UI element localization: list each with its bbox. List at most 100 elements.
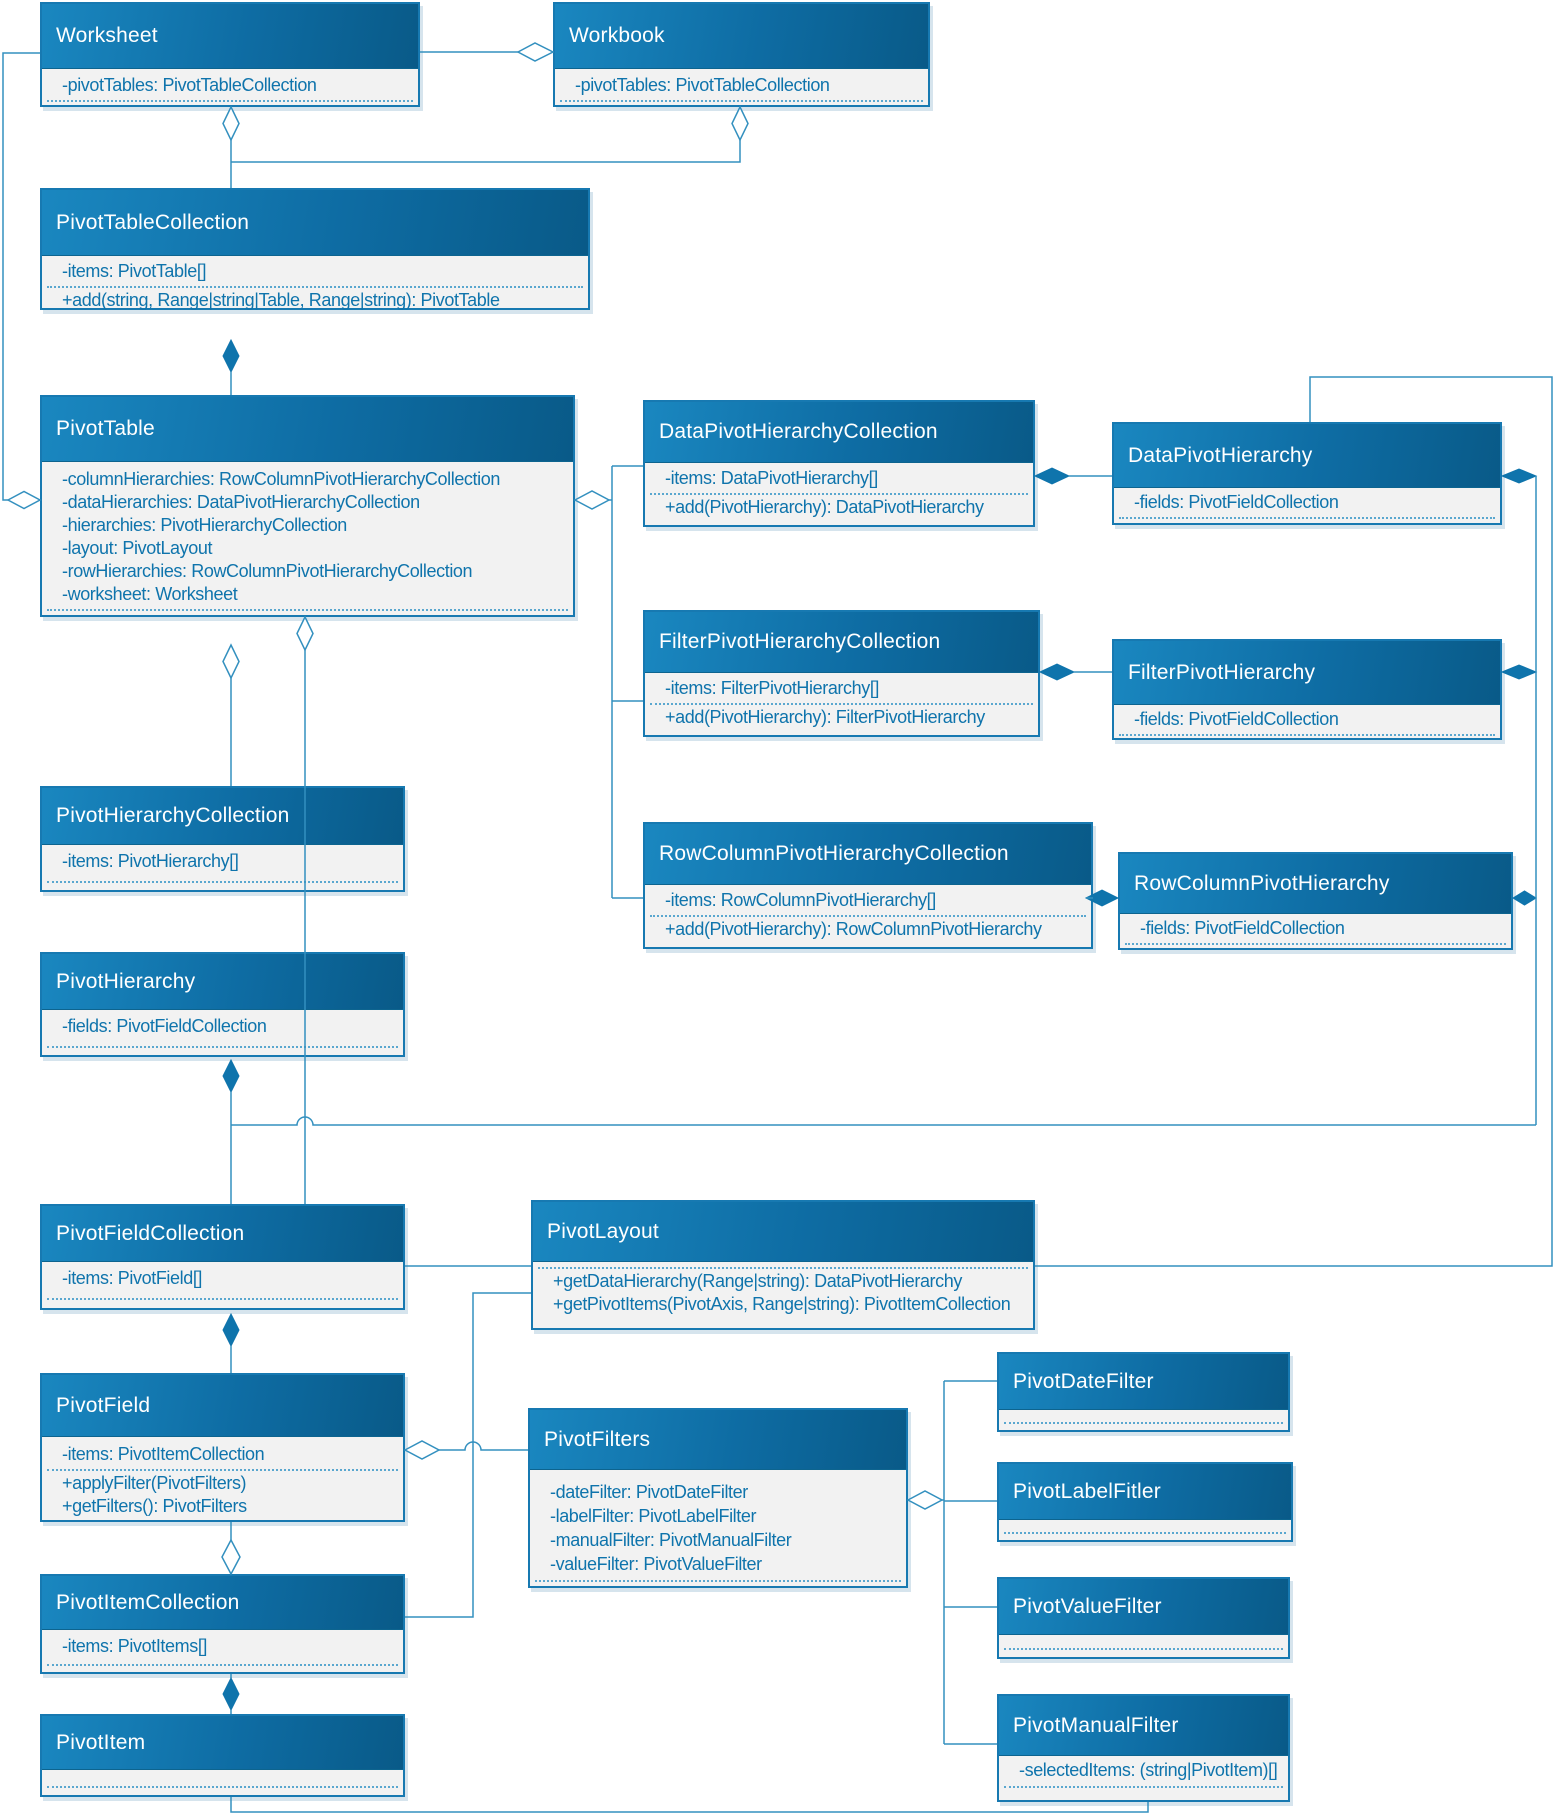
class-attribute: -selectedItems: (string|PivotItem)[] bbox=[1019, 1760, 1278, 1780]
separator bbox=[1004, 1532, 1286, 1534]
class-pivotfieldcollection: PivotFieldCollection -items: PivotField[… bbox=[40, 1204, 405, 1310]
class-filterpivothierarchycollection: FilterPivotHierarchyCollection -items: F… bbox=[643, 610, 1040, 737]
class-body: -fields: PivotFieldCollection bbox=[1120, 914, 1511, 945]
class-attribute: -items: PivotField[] bbox=[62, 1268, 203, 1288]
class-attribute: -dateFilter: PivotDateFilter bbox=[550, 1482, 748, 1502]
class-title: PivotItem bbox=[42, 1716, 403, 1770]
class-pivotitem: PivotItem bbox=[40, 1714, 405, 1797]
class-method: +getPivotItems(PivotAxis, Range|string):… bbox=[553, 1294, 1011, 1314]
class-attribute: -valueFilter: PivotValueFilter bbox=[550, 1554, 762, 1574]
class-body: -items: PivotItems[] bbox=[42, 1630, 403, 1666]
composition-pivotfieldcollection-pivotfield bbox=[222, 1312, 240, 1373]
separator bbox=[1119, 517, 1495, 519]
class-title: PivotFilters bbox=[530, 1410, 906, 1470]
class-attribute: -items: DataPivotHierarchy[] bbox=[665, 468, 878, 488]
aggregation-pivottable-hierarchy-collections bbox=[573, 465, 643, 899]
class-title: PivotDateFilter bbox=[999, 1354, 1288, 1410]
class-title: PivotTable bbox=[42, 397, 573, 462]
class-attribute: -items: FilterPivotHierarchy[] bbox=[665, 678, 880, 698]
aggregation-pivottable-worksheet bbox=[2, 52, 42, 510]
class-body: -fields: PivotFieldCollection bbox=[1114, 488, 1500, 519]
class-datapivothierarchycollection: DataPivotHierarchyCollection -items: Dat… bbox=[643, 400, 1035, 527]
separator bbox=[535, 1580, 901, 1582]
association-pivotlayout-pivotitemcollection bbox=[405, 1292, 531, 1618]
class-body: -items: DataPivotHierarchy[] +add(PivotH… bbox=[645, 463, 1033, 519]
class-workbook: Workbook -pivotTables: PivotTableCollect… bbox=[553, 2, 930, 107]
composition-filterpivothierarchycollection-filterpivothierarchy bbox=[1038, 663, 1112, 681]
separator bbox=[47, 1046, 398, 1048]
class-title: PivotFieldCollection bbox=[42, 1206, 403, 1262]
class-method: +add(string, Range|string|Table, Range|s… bbox=[62, 290, 500, 310]
aggregation-pivotfield-pivotfilters bbox=[403, 1440, 528, 1460]
class-attribute: -layout: PivotLayout bbox=[62, 538, 213, 558]
class-attribute: -items: PivotItemCollection bbox=[62, 1444, 265, 1464]
class-body: -columnHierarchies: RowColumnPivotHierar… bbox=[42, 462, 573, 611]
composition-pivottablecollection-pivottable bbox=[222, 338, 240, 395]
class-title: PivotManualFilter bbox=[999, 1696, 1288, 1756]
class-body: -dateFilter: PivotDateFilter -labelFilte… bbox=[530, 1470, 906, 1582]
class-body: -selectedItems: (string|PivotItem)[] bbox=[999, 1756, 1288, 1788]
class-body: -items: PivotHierarchy[] bbox=[42, 845, 403, 883]
separator bbox=[1004, 1786, 1283, 1788]
class-method: +add(PivotHierarchy): FilterPivotHierarc… bbox=[665, 707, 985, 727]
composition-pivotitemcollection-pivotitem bbox=[222, 1674, 240, 1714]
class-attribute: -pivotTables: PivotTableCollection bbox=[575, 75, 830, 95]
class-pivotdatefilter: PivotDateFilter bbox=[997, 1352, 1290, 1432]
class-title: DataPivotHierarchy bbox=[1114, 424, 1500, 488]
class-rowcolumnpivothierarchy: RowColumnPivotHierarchy -fields: PivotFi… bbox=[1118, 852, 1513, 950]
class-pivothierarchycollection: PivotHierarchyCollection -items: PivotHi… bbox=[40, 786, 405, 892]
class-worksheet: Worksheet -pivotTables: PivotTableCollec… bbox=[40, 2, 420, 107]
class-title: PivotLabelFitler bbox=[999, 1464, 1291, 1520]
separator bbox=[47, 609, 568, 611]
class-attribute: -fields: PivotFieldCollection bbox=[1140, 918, 1345, 938]
separator bbox=[650, 703, 1033, 705]
class-title: RowColumnPivotHierarchyCollection bbox=[645, 824, 1091, 885]
class-body: -fields: PivotFieldCollection bbox=[42, 1010, 403, 1048]
class-pivothierarchy: PivotHierarchy -fields: PivotFieldCollec… bbox=[40, 952, 405, 1057]
class-attribute: -items: PivotTable[] bbox=[62, 261, 207, 281]
separator bbox=[1119, 734, 1495, 736]
class-attribute: -items: PivotHierarchy[] bbox=[62, 851, 239, 871]
separator bbox=[47, 286, 583, 288]
class-pivotvaluefilter: PivotValueFilter bbox=[997, 1577, 1290, 1659]
class-attribute: -dataHierarchies: DataPivotHierarchyColl… bbox=[62, 492, 420, 512]
class-pivotlayout: PivotLayout +getDataHierarchy(Range|stri… bbox=[531, 1200, 1035, 1330]
aggregation-pivottable-pivothierarchycollection bbox=[222, 643, 240, 786]
class-body: -items: PivotTable[] +add(string, Range|… bbox=[42, 256, 588, 312]
class-title: FilterPivotHierarchy bbox=[1114, 641, 1500, 705]
class-title: PivotHierarchyCollection bbox=[42, 788, 403, 845]
class-attribute: -fields: PivotFieldCollection bbox=[62, 1016, 267, 1036]
class-method: +add(PivotHierarchy): RowColumnPivotHier… bbox=[665, 919, 1042, 939]
class-pivotlabelfitler: PivotLabelFitler bbox=[997, 1462, 1293, 1542]
class-title: FilterPivotHierarchyCollection bbox=[645, 612, 1038, 673]
class-pivotfield: PivotField -items: PivotItemCollection +… bbox=[40, 1373, 405, 1522]
class-title: Worksheet bbox=[42, 4, 418, 69]
separator bbox=[47, 100, 413, 102]
separator bbox=[1125, 943, 1506, 945]
composition-pivothierarchy-pivotfieldcollection bbox=[222, 1058, 240, 1125]
class-title: PivotHierarchy bbox=[42, 954, 403, 1010]
class-body bbox=[999, 1422, 1288, 1424]
class-title: PivotItemCollection bbox=[42, 1576, 403, 1630]
separator bbox=[650, 493, 1028, 495]
class-pivottable: PivotTable -columnHierarchies: RowColumn… bbox=[40, 395, 575, 617]
separator bbox=[1004, 1422, 1283, 1424]
class-rowcolumnpivothierarchycollection: RowColumnPivotHierarchyCollection -items… bbox=[643, 822, 1093, 949]
class-attribute: -items: RowColumnPivotHierarchy[] bbox=[665, 890, 936, 910]
class-body: +getDataHierarchy(Range|string): DataPiv… bbox=[533, 1267, 1033, 1316]
separator bbox=[47, 1786, 398, 1788]
separator bbox=[47, 1298, 398, 1300]
class-body: -items: PivotField[] bbox=[42, 1262, 403, 1300]
class-attribute: -items: PivotItems[] bbox=[62, 1636, 208, 1656]
separator bbox=[47, 1469, 398, 1471]
class-body: -pivotTables: PivotTableCollection bbox=[555, 69, 928, 102]
class-method: +add(PivotHierarchy): DataPivotHierarchy bbox=[665, 497, 984, 517]
class-title: PivotField bbox=[42, 1375, 403, 1437]
aggregation-workbook-worksheet bbox=[420, 42, 555, 62]
class-title: PivotLayout bbox=[533, 1202, 1033, 1262]
separator bbox=[650, 915, 1086, 917]
class-attribute: -rowHierarchies: RowColumnPivotHierarchy… bbox=[62, 561, 473, 581]
class-attribute: -worksheet: Worksheet bbox=[62, 584, 238, 604]
class-body: -fields: PivotFieldCollection bbox=[1114, 705, 1500, 736]
